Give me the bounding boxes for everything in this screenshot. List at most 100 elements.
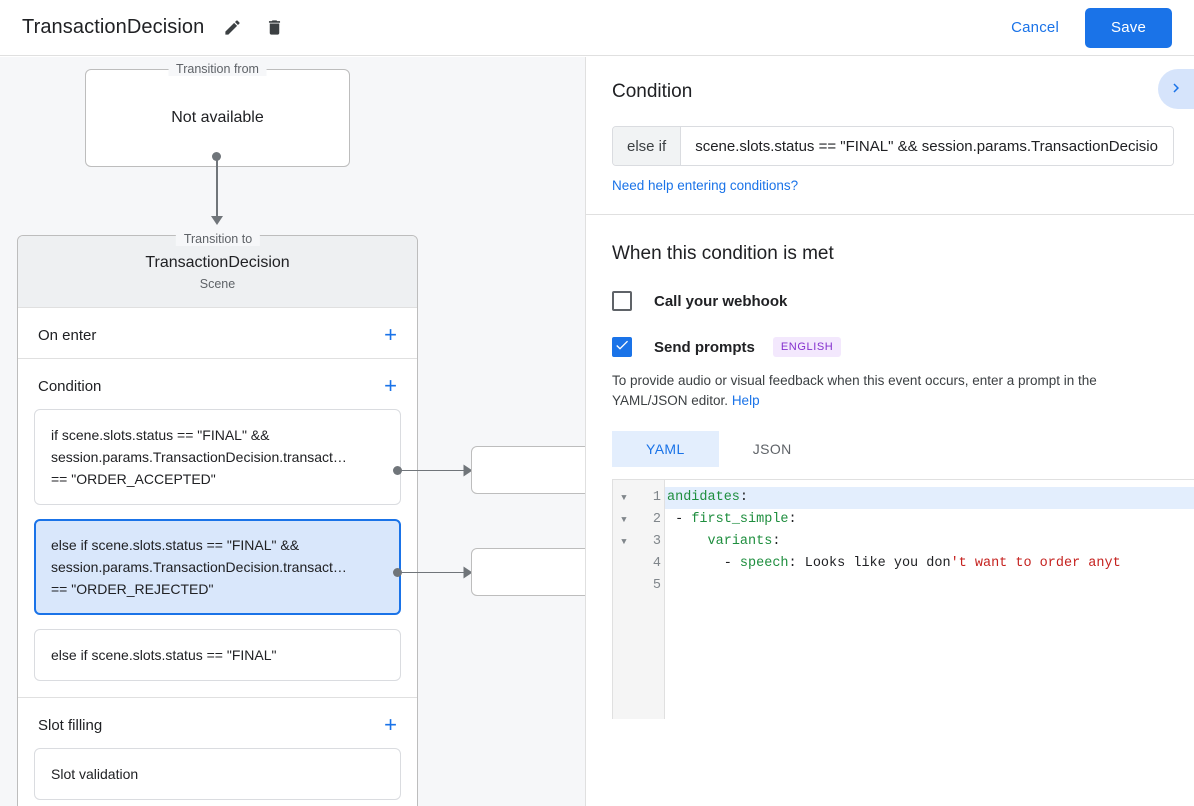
connector-line-from-to — [216, 156, 218, 218]
condition-detail-panel: Condition else if Need help entering con… — [586, 57, 1194, 806]
condition-help-link[interactable]: Need help entering conditions? — [612, 178, 799, 193]
section-on-enter: On enter + — [18, 308, 417, 359]
add-on-enter-button[interactable]: + — [384, 322, 397, 347]
code-token: 't want to order anyt — [950, 556, 1121, 571]
call-webhook-checkbox[interactable] — [612, 291, 632, 311]
panel-header: Condition — [586, 57, 1194, 109]
line-number: 4 — [652, 556, 661, 571]
condition-card-selected[interactable]: else if scene.slots.status == "FINAL" &&… — [34, 519, 401, 615]
condition-card-line: else if scene.slots.status == "FINAL" — [51, 647, 277, 663]
editor-code-area[interactable]: andidates: - first_simple: variants: - s… — [665, 480, 1194, 719]
language-badge: ENGLISH — [772, 337, 842, 357]
tab-yaml[interactable]: YAML — [612, 431, 719, 467]
panel-divider — [586, 214, 1194, 215]
scene-card: TransactionDecision Scene On enter + Con… — [17, 235, 418, 806]
condition-prefix-label: else if — [613, 127, 682, 165]
code-token: : — [739, 490, 749, 505]
connector-line-branch-2 — [397, 571, 469, 573]
code-token — [667, 534, 708, 549]
slot-filling-list: Slot validation — [18, 748, 417, 806]
condition-input-row: else if — [612, 126, 1174, 166]
section-on-enter-title: On enter — [38, 326, 97, 344]
target-box-branch-1[interactable] — [471, 446, 585, 494]
code-token: : — [772, 534, 781, 549]
section-condition-title: Condition — [38, 377, 102, 395]
section-condition: Condition + if scene.slots.status == "FI… — [18, 359, 417, 698]
scene-card-header: TransactionDecision Scene — [18, 236, 417, 308]
fold-toggle-icon[interactable]: ▼ — [621, 493, 627, 503]
webhook-row: Call your webhook — [612, 291, 1194, 311]
line-number: 3 — [652, 534, 661, 549]
code-token: speech — [739, 556, 789, 571]
fold-toggle-icon[interactable]: ▼ — [621, 537, 627, 547]
scene-name: TransactionDecision — [145, 254, 290, 271]
delete-button[interactable] — [260, 14, 288, 42]
tab-json[interactable]: JSON — [719, 431, 826, 467]
send-prompts-label: Send prompts — [654, 338, 755, 356]
fold-spacer — [613, 553, 635, 575]
condition-card[interactable]: if scene.slots.status == "FINAL" && sess… — [34, 409, 401, 505]
panel-title: Condition — [612, 81, 693, 102]
add-slot-filling-button[interactable]: + — [384, 712, 397, 737]
line-number: 5 — [652, 578, 661, 593]
section-on-enter-header: On enter + — [18, 308, 417, 358]
scene-type-label: Scene — [199, 277, 236, 291]
section-condition-header: Condition + — [18, 359, 417, 409]
top-app-bar: TransactionDecision Cancel Save — [0, 0, 1194, 56]
connector-arrow-from-to — [211, 216, 223, 225]
code-line: - first_simple: — [665, 509, 1194, 531]
connector-line-branch-1 — [397, 469, 469, 471]
save-button[interactable]: Save — [1085, 7, 1172, 48]
condition-card-line: else if scene.slots.status == "FINAL" && — [51, 537, 300, 553]
call-webhook-label: Call your webhook — [654, 292, 788, 310]
send-prompts-checkbox[interactable] — [612, 337, 632, 357]
condition-card-line: session.params.TransactionDecision.trans… — [51, 559, 347, 575]
code-token: andidates — [667, 490, 740, 505]
condition-card-line: == "ORDER_ACCEPTED" — [51, 471, 216, 487]
line-number: 1 — [652, 490, 661, 505]
code-line: variants: — [665, 531, 1194, 553]
send-prompts-row: Send prompts ENGLISH — [612, 337, 1194, 357]
when-condition-met-title: When this condition is met — [612, 243, 834, 264]
condition-card-line: if scene.slots.status == "FINAL" && — [51, 427, 270, 443]
transition-from-box: Transition from Not available — [85, 62, 350, 167]
slot-validation-label: Slot validation — [51, 766, 139, 782]
trash-icon — [265, 18, 284, 37]
code-line — [665, 575, 1194, 597]
prompts-help-link[interactable]: Help — [731, 393, 760, 408]
prompts-helper-text: To provide audio or visual feedback when… — [612, 371, 1168, 411]
page-title: TransactionDecision — [22, 16, 205, 38]
condition-expression-input[interactable] — [681, 127, 1173, 165]
section-slot-filling: Slot filling + Slot validation — [18, 698, 417, 806]
chevron-right-icon — [1167, 79, 1185, 100]
editor-line-number-gutter: 1 2 3 4 5 — [635, 480, 665, 719]
editor-fold-gutter: ▼ ▼ ▼ — [613, 480, 635, 719]
code-editor[interactable]: ▼ ▼ ▼ 1 2 3 4 5 andidates: - first_simpl… — [612, 479, 1194, 719]
cancel-button[interactable]: Cancel — [997, 11, 1073, 44]
code-token: - — [667, 512, 692, 527]
transition-from-value: Not available — [171, 109, 264, 126]
code-token: variants — [707, 534, 773, 549]
line-number: 2 — [652, 512, 661, 527]
code-line: andidates: — [665, 487, 1194, 509]
section-slot-filling-title: Slot filling — [38, 716, 103, 734]
code-token: : — [788, 512, 797, 527]
fold-toggle-icon[interactable]: ▼ — [621, 515, 627, 525]
condition-list: if scene.slots.status == "FINAL" && sess… — [18, 409, 417, 697]
code-token: first_simple — [691, 512, 789, 527]
pane-divider — [585, 57, 586, 806]
collapse-panel-button[interactable] — [1158, 69, 1194, 109]
prompts-helper-sentence: To provide audio or visual feedback when… — [612, 373, 1097, 408]
section-slot-filling-header: Slot filling + — [18, 698, 417, 748]
edit-name-button[interactable] — [218, 14, 246, 42]
code-token: - — [667, 556, 740, 571]
transition-to-legend: Transition to — [175, 232, 261, 246]
code-token: Looks like you don — [804, 556, 951, 571]
slot-validation-card[interactable]: Slot validation — [34, 748, 401, 800]
code-token: : — [788, 556, 805, 571]
condition-card[interactable]: else if scene.slots.status == "FINAL" — [34, 629, 401, 681]
target-box-branch-2[interactable] — [471, 548, 585, 596]
transition-from-legend: Transition from — [168, 62, 267, 76]
add-condition-button[interactable]: + — [384, 373, 397, 398]
editor-format-tabs: YAML JSON — [612, 431, 1194, 467]
